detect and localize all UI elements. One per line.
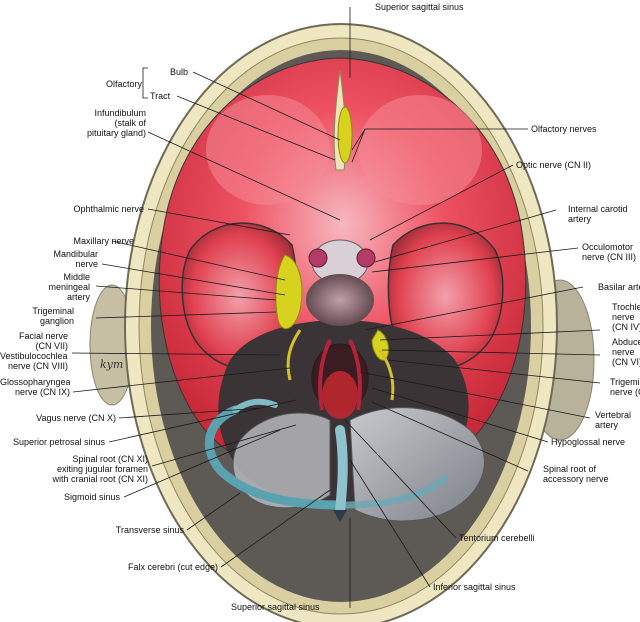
label-middle-meningeal-artery: Middle meningeal artery — [48, 272, 90, 302]
label-infundibulum: Infundibulum (stalk of pituitary gland) — [86, 108, 146, 138]
label-superior-petrosal-sinus: Superior petrosal sinus — [12, 437, 105, 447]
label-ophthalmic-nerve: Ophthalmic nerve — [73, 204, 144, 214]
carotid-right — [356, 248, 376, 268]
label-superior-sagittal-sinus-top: Superior sagittal sinus — [375, 2, 464, 12]
label-spinal-root-accessory: Spinal root of accessory nerve — [543, 464, 609, 484]
label-tentorium-cerebelli: Tentorium cerebelli — [459, 533, 535, 543]
vertebral-artery-right — [348, 339, 362, 411]
label-falx-cerebri: Falx cerebri (cut edge) — [127, 562, 218, 572]
label-facial-vestibulocochlear: Facial nerve (CN VII) Vestibulocochlear … — [0, 331, 68, 371]
tentorium-right — [349, 407, 485, 522]
vertebral-artery-left — [318, 339, 332, 411]
olfactory-bulb — [337, 106, 353, 164]
label-mandibular-nerve: Mandibular nerve — [53, 249, 98, 269]
label-glossopharyngeal: Glossopharyngeal nerve (CN IX) — [0, 377, 70, 397]
label-oculomotor: Occulomotor nerve (CN III) — [582, 242, 637, 262]
label-tract: Tract — [150, 91, 171, 101]
sella-shadow — [306, 274, 374, 326]
transverse-sinus-left — [204, 405, 345, 510]
label-trigeminal-nerve: Trigeminal nerve (CN V) — [610, 377, 640, 397]
brainstem — [322, 371, 358, 419]
anterior-fossa-left — [206, 95, 330, 205]
transverse-sinus-right — [341, 474, 449, 509]
label-basilar-artery: Basilar artery — [598, 282, 640, 292]
artist-signature: kym — [100, 358, 124, 371]
label-transverse-sinus: Transverse sinus — [115, 525, 184, 535]
label-vagus-nerve: Vagus nerve (CN X) — [36, 413, 116, 423]
leader-lines — [71, 7, 601, 608]
label-abducens: Abducens nerve (CN VI) — [612, 337, 640, 367]
label-inferior-sagittal-sinus: Inferior sagittal sinus — [433, 582, 516, 592]
label-vertebral-artery: Vertebral artery — [595, 410, 632, 430]
carotid-left — [308, 248, 328, 268]
label-trochlear: Trochlear nerve (CN IV) — [612, 302, 640, 332]
falx-cerebri-cut — [333, 510, 347, 522]
label-trigeminal-ganglion: Trigeminal ganglion — [32, 306, 74, 326]
label-bulb: Bulb — [170, 67, 189, 77]
anterior-fossa-right — [358, 95, 482, 205]
cranial-nerves-left — [286, 329, 302, 381]
label-sigmoid-sinus: Sigmoid sinus — [63, 492, 120, 502]
label-olfactory-nerves: Olfactory nerves — [531, 124, 597, 134]
label-olfactory: Olfactory — [106, 79, 143, 89]
label-spinal-root-xi: Spinal root (CN XI) exiting jugular fora… — [52, 454, 148, 484]
cranial-nerves-right — [378, 349, 395, 401]
label-internal-carotid: Internal carotid artery — [568, 204, 628, 224]
label-maxillary-nerve: Maxillary nerve — [73, 236, 134, 246]
straight-sinus — [335, 425, 348, 517]
trigeminal-ganglion-left — [275, 254, 303, 330]
label-optic-nerve: Optic nerve (CN II) — [516, 160, 592, 170]
label-hypoglossal-nerve: Hypoglossal nerve — [551, 437, 626, 447]
sigmoid-sinus-left — [232, 398, 278, 413]
label-superior-sagittal-sinus-bottom: Superior sagittal sinus — [231, 602, 320, 612]
